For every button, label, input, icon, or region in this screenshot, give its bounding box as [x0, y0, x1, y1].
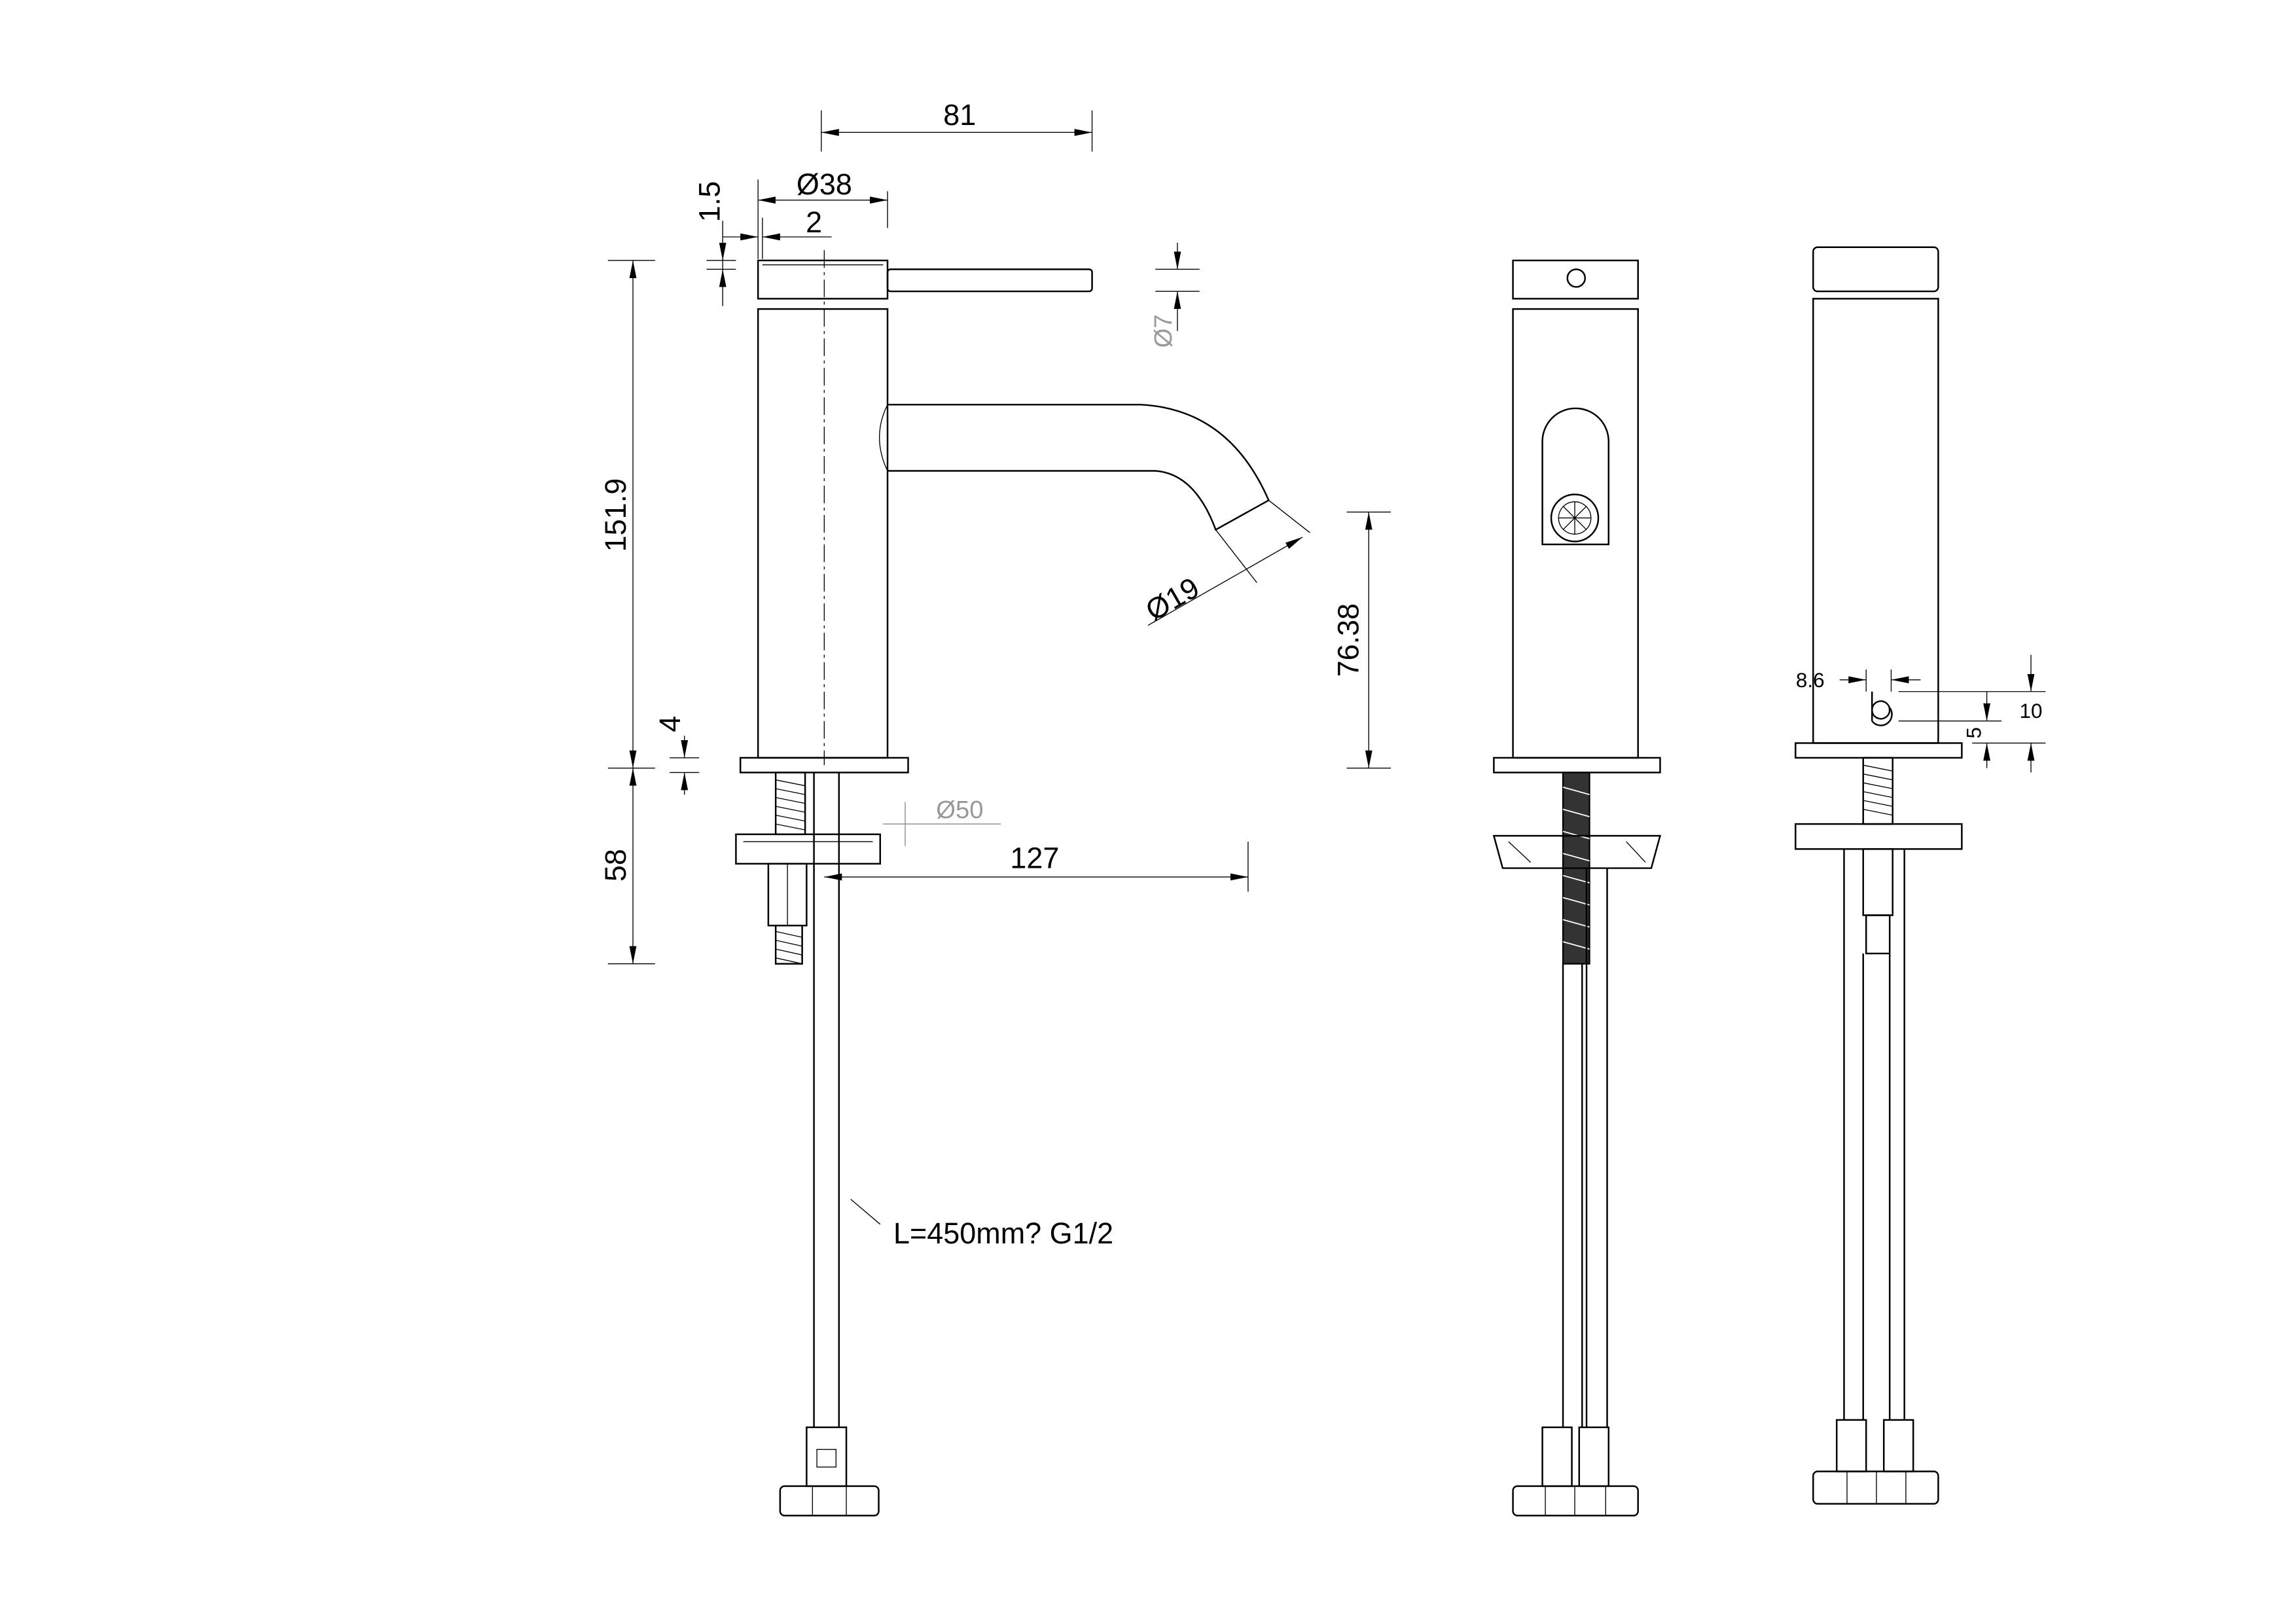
base-plate [739, 757, 909, 774]
dimension-151.9: 151.9 [599, 260, 655, 769]
dimension-label: 10 [2020, 700, 2043, 722]
nut-thread [1865, 914, 1891, 955]
hose-length-label: L=450mm? G1/2 [893, 1217, 1113, 1250]
dimension-label: 4 [653, 716, 687, 732]
dimension-5: 5 [1898, 691, 2002, 768]
dimension-label: 58 [599, 849, 632, 882]
tap-body [1512, 308, 1639, 759]
rear-view [1795, 246, 1963, 1505]
tap-body [1812, 298, 1939, 744]
dimension-label: Ø38 [797, 168, 852, 201]
side-view [735, 250, 1270, 1517]
handle-hole [1566, 268, 1587, 288]
base-plate [1493, 757, 1661, 774]
handle-cap [1512, 259, 1639, 300]
nut-thread [774, 925, 803, 965]
washer [735, 833, 882, 865]
dimension-diameter-7: Ø7 [1149, 242, 1200, 348]
dimension-label: Ø7 [1149, 314, 1177, 348]
dimension-diameter-19: Ø19 [1140, 499, 1310, 628]
brand-logo-icon [1871, 691, 1893, 726]
supply-hose [779, 772, 880, 1517]
dimension-127: 127 [824, 842, 1249, 892]
spout [888, 404, 1270, 531]
dimension-label: 76.38 [1332, 603, 1365, 677]
tap-body [757, 308, 889, 759]
dimension-8.6: 8.6 [1796, 669, 1921, 692]
lever-handle [886, 268, 1093, 293]
base-plate [1795, 742, 1963, 759]
dimension-diameter-38: Ø38 [757, 168, 888, 259]
handle-cap [757, 259, 889, 300]
front-view [1492, 259, 1662, 1517]
dimension-76.38: 76.38 [1332, 511, 1391, 769]
handle-cap [1812, 246, 1939, 293]
supply-hoses [1512, 868, 1639, 1517]
supply-hoses [1812, 849, 1939, 1505]
dimension-label: Ø19 [1140, 571, 1205, 628]
dimension-81: 81 [821, 98, 1093, 152]
dimension-label: 81 [943, 98, 976, 132]
dimension-label: 8.6 [1796, 669, 1825, 692]
washer [1795, 823, 1963, 850]
dimension-label: 151.9 [599, 478, 632, 552]
dimension-label: 2 [806, 205, 822, 239]
aerator [1550, 493, 1600, 543]
nut [1862, 848, 1893, 916]
dimension-1.5: 1.5 [693, 181, 736, 306]
washer [1492, 834, 1662, 869]
dimension-2: 2 [723, 205, 832, 259]
dimension-label: 5 [1963, 727, 1986, 739]
dimension-diameter-50: Ø50 [883, 796, 1001, 846]
dimension-10: 10 [1898, 654, 2046, 773]
dimension-label: Ø50 [936, 796, 983, 824]
dimension-label: 1.5 [693, 181, 726, 223]
spout-opening [1541, 407, 1609, 546]
threaded-rod [1862, 757, 1893, 825]
dimension-58: 58 [599, 768, 655, 965]
hose-note: L=450mm? G1/2 [850, 1198, 1113, 1250]
threaded-rod [774, 772, 806, 836]
dimension-label: 127 [1010, 842, 1059, 875]
dimension-4: 4 [653, 716, 700, 795]
